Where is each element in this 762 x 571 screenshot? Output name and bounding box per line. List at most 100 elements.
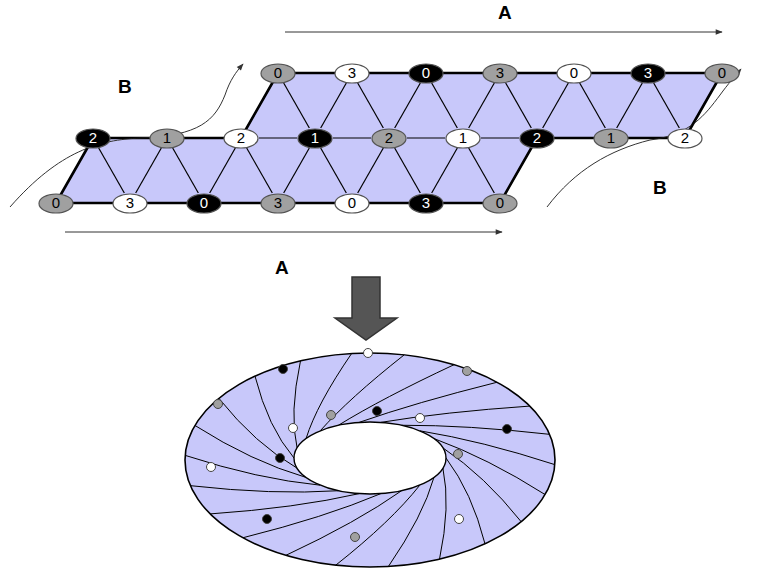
mesh-edge [247,83,273,128]
mesh-edge [222,202,260,203]
direction-arrow [10,64,243,207]
mesh-edge [358,148,384,193]
mesh-edge [296,72,334,73]
mesh-edge [173,148,199,193]
vertex-oval: 1 [149,128,185,149]
vertex-oval: 0 [38,193,74,214]
mesh-edge [358,83,384,128]
direction-label: B [653,177,667,199]
torus-vertex [503,425,512,434]
vertex-label: 0 [200,194,208,212]
vertex-oval: 3 [334,63,370,84]
mesh-edge [444,72,482,73]
torus-curve [210,494,359,514]
vertex-label: 2 [681,129,689,147]
vertex-label: 0 [718,64,726,82]
vertex-oval: 2 [667,128,703,149]
mesh-edge [296,202,334,203]
mesh-edge [691,83,717,128]
torus-vertex [454,450,463,459]
vertex-label: 3 [126,194,134,212]
torus-vertex [416,414,425,423]
vertex-label: 3 [422,194,430,212]
mesh-edge [518,72,556,73]
mesh-edge [148,202,186,203]
torus-vertex [373,407,382,416]
direction-label: B [118,76,132,98]
vertex-label: 1 [311,129,319,147]
vertex-oval: 3 [112,193,148,214]
torus-vertex [207,463,216,472]
vertex-oval: 0 [334,193,370,214]
mesh-edge [259,137,297,138]
down-arrow [335,277,397,340]
mesh-edge [666,72,704,73]
vertex-label: 1 [163,129,171,147]
mesh-edge [407,137,445,138]
torus-vertex [214,400,223,409]
vertex-oval: 3 [482,63,518,84]
torus [185,349,555,568]
mesh-edge [432,83,458,128]
mesh-edge [395,148,421,193]
mesh-edge [136,148,162,193]
mesh-edge [481,137,519,138]
mesh-edge [284,148,310,193]
mesh-edge [111,137,149,138]
vertex-label: 0 [274,64,282,82]
mesh-edge [370,202,408,203]
vertex-oval: 3 [408,193,444,214]
mesh-edge [469,83,495,128]
vertex-oval: 0 [556,63,592,84]
direction-arrow [65,232,502,233]
vertex-oval: 0 [260,63,296,84]
mesh-edge [247,148,273,193]
torus-curve [443,448,521,522]
mesh-edge [654,83,680,128]
mesh-edge [284,83,310,128]
vertex-oval: 3 [260,193,296,214]
torus-curve [219,398,297,468]
vertex-label: 2 [89,129,97,147]
torus-curve [320,355,404,431]
vertex-oval: 2 [371,128,407,149]
vertex-oval: 1 [445,128,481,149]
torus-vertex [276,454,285,463]
vertex-oval: 3 [630,63,666,84]
mesh-edge [543,83,569,128]
direction-arrow [285,32,722,33]
mesh-edge [333,137,371,138]
mesh-edge [506,83,532,128]
torus-vertex [279,365,288,374]
mesh-edge [62,148,88,193]
mesh-edge [629,137,667,138]
vertex-label: 0 [348,194,356,212]
vertex-label: 3 [644,64,652,82]
torus-vertex [289,424,298,433]
vertex-oval: 0 [408,63,444,84]
vertex-oval: 0 [186,193,222,214]
torus-curve [243,494,381,538]
torus-vertex [263,515,272,524]
torus-curve [336,485,420,565]
vertex-label: 0 [52,194,60,212]
torus-curve [381,406,530,422]
torus-curve [286,491,402,556]
direction-arrow [547,69,741,207]
vertex-label: 3 [496,64,504,82]
mesh-edge [210,148,236,193]
direction-label: A [498,2,512,24]
mesh-edge [617,83,643,128]
vertex-oval: 2 [223,128,259,149]
strip-fill [56,73,722,203]
torus-hole [294,422,446,494]
torus-curve [359,382,497,422]
torus-vertex [463,367,472,376]
torus-curve [338,365,454,426]
torus-vertex [327,411,336,420]
vertex-label: 2 [237,129,245,147]
mesh-edge [321,83,347,128]
